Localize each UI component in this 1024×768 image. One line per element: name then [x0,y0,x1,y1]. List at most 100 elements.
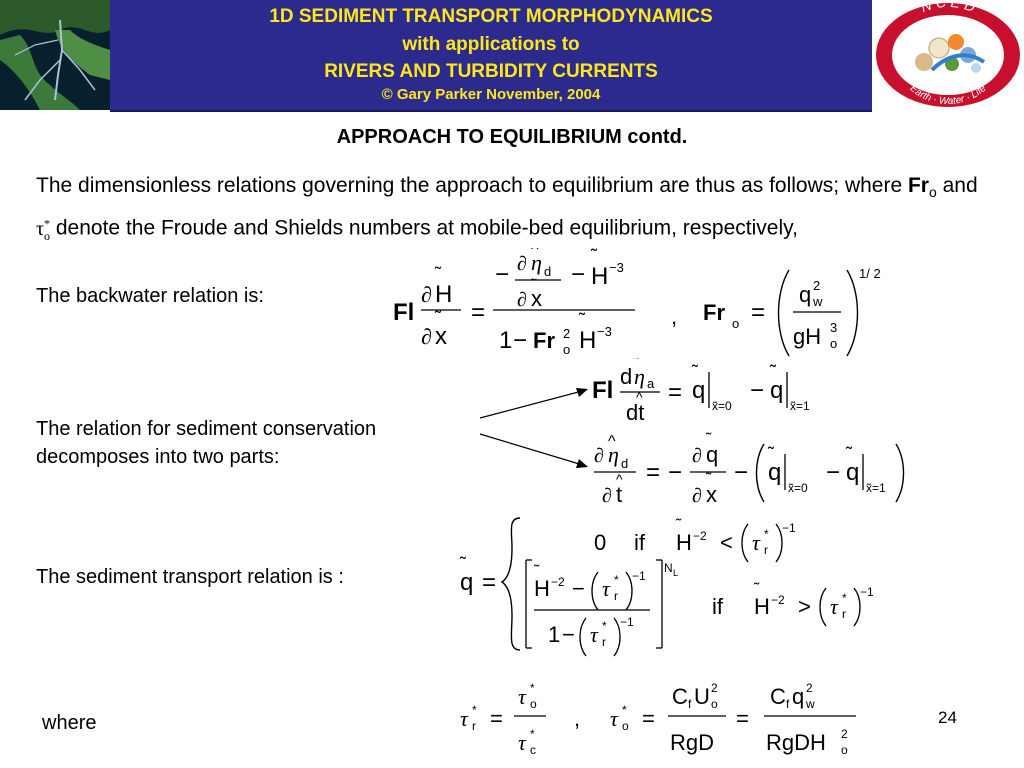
svg-text:˜: ˜ [633,358,640,372]
svg-text:−: − [750,377,764,404]
svg-text:d: d [620,364,632,389]
svg-text:τ: τ [518,684,527,709]
arrow-to-bottom-equation [479,433,587,467]
svg-text:o: o [530,697,537,711]
svg-text:−: − [734,459,748,486]
svg-text:=: = [751,299,765,326]
svg-text:˜: ˜ [767,444,775,464]
svg-text:H: H [534,576,550,601]
svg-text:o: o [841,743,848,757]
svg-text:2: 2 [711,681,718,695]
svg-text:r: r [602,635,606,649]
svg-text:˜: ˜ [705,431,712,448]
svg-text:τ: τ [610,706,619,731]
svg-text:^: ^ [608,433,616,450]
river-delta-image [0,0,110,110]
svg-text:−: − [513,327,527,354]
svg-text:∂: ∂ [602,485,612,507]
svg-text:τ: τ [602,576,611,601]
svg-text:−3: −3 [609,260,624,275]
svg-text:˜: ˜ [530,277,537,294]
svg-text:∂: ∂ [421,282,432,307]
banner-line-1: 1D SEDIMENT TRANSPORT MORPHODYNAMICS [269,6,713,27]
sediment-conservation-label: The relation for sediment conservation d… [36,418,377,468]
intro-paragraph: The dimensionless relations governing th… [36,170,986,252]
intro-text-2: denote the Froude and Shields numbers at… [50,216,798,240]
svg-text:x̃=1: x̃=1 [866,481,886,495]
intro-froude-symbol: Fro [907,174,937,201]
svg-text:2: 2 [813,278,820,293]
svg-text:τ: τ [752,530,761,555]
bed-evolution-equation: Fl d η ˜ a dt ^ = q ˜ x̃=0 − q ˜ x̃=1 [592,358,810,425]
svg-text:∂: ∂ [692,445,702,467]
svg-text:H: H [676,530,692,555]
svg-text:∂: ∂ [517,253,527,275]
svg-text:q: q [692,377,705,404]
svg-text:r: r [614,589,618,603]
svg-text:x̃=0: x̃=0 [788,481,808,495]
svg-text:˜: ˜ [675,517,682,534]
svg-text:f: f [786,697,790,711]
svg-text:d: d [544,264,551,279]
svg-text:τ: τ [518,730,527,755]
svg-text:−3: −3 [597,324,612,339]
svg-text:if: if [712,594,724,619]
svg-text:N: N [664,561,673,575]
svg-text:=: = [736,706,749,731]
svg-text:˜: ˜ [753,581,760,598]
page-number: 24 [938,708,957,727]
svg-text:RgDH: RgDH [766,730,826,755]
svg-text:Fr: Fr [703,300,725,325]
svg-text:a: a [647,376,655,391]
svg-text:−1: −1 [632,569,646,583]
svg-text:t: t [616,482,622,507]
shields-definitions-equation: τ * r = τ * o τ * c , τ * o = C f U 2 o … [460,681,856,757]
svg-text:2: 2 [841,727,848,741]
svg-text:if: if [634,530,646,555]
svg-text:o: o [830,336,837,351]
svg-text:r: r [472,719,476,733]
intro-text-1: The dimensionless relations governing th… [36,174,908,197]
banner-copyright: © Gary Parker November, 2004 [381,86,601,103]
svg-text:0: 0 [594,530,606,555]
sediment-transport-equation: q ˜ = 0 if H ˜ −2 < τ * r −1 H ˜ −2 − τ … [459,517,874,657]
svg-text:−: − [668,459,682,486]
svg-text:x: x [531,286,542,311]
svg-text:,: , [671,304,677,329]
svg-text:−1: −1 [620,615,634,629]
svg-text:1/ 2: 1/ 2 [859,266,881,281]
svg-text:−1: −1 [860,585,874,599]
svg-text:d: d [621,456,628,471]
svg-text:>: > [798,594,811,619]
svg-text:=: = [642,706,655,731]
svg-text:−: − [572,576,585,601]
intro-shields-symbol: τ*o [36,216,51,243]
svg-text:o: o [732,316,739,331]
svg-text:q: q [770,377,783,404]
svg-text:Fr: Fr [533,328,555,353]
svg-text:∂: ∂ [692,485,702,507]
fl-symbol: Fl [393,299,414,326]
svg-text:<: < [720,530,733,555]
svg-text:w: w [812,294,823,309]
svg-text:=: = [482,569,496,596]
svg-text:r: r [842,607,846,621]
sediment-continuity-equation: ∂ η ^ d ∂ t ^ = − ∂ q ˜ ∂ x ˜ − q ˜ x̃=0… [594,431,905,507]
svg-text:η: η [634,364,645,389]
svg-text:^: ^ [616,471,623,487]
svg-text:C: C [672,684,688,709]
svg-text:˜: ˜ [434,308,442,328]
svg-text:q: q [768,459,781,486]
svg-text:˜: ˜ [459,554,467,574]
river-delta-icon [0,0,110,110]
svg-text:*: * [602,619,607,633]
nced-logo-icon: N C E D Earth · Water · Life [876,0,1020,107]
svg-text:H: H [435,281,452,308]
slide-title: APPROACH TO EQUILIBRIUM contd. [336,126,688,148]
svg-text:η: η [531,250,542,275]
svg-text:˜: ˜ [769,362,777,382]
backwater-equation: Fl ∂ H ˜ ∂ x ˜ = − ∂ η ^ d ∂ x ˜ − H ˜ −… [393,248,881,357]
svg-text:2: 2 [806,681,813,695]
svg-text:τ: τ [830,594,839,619]
svg-text:*: * [842,591,847,605]
